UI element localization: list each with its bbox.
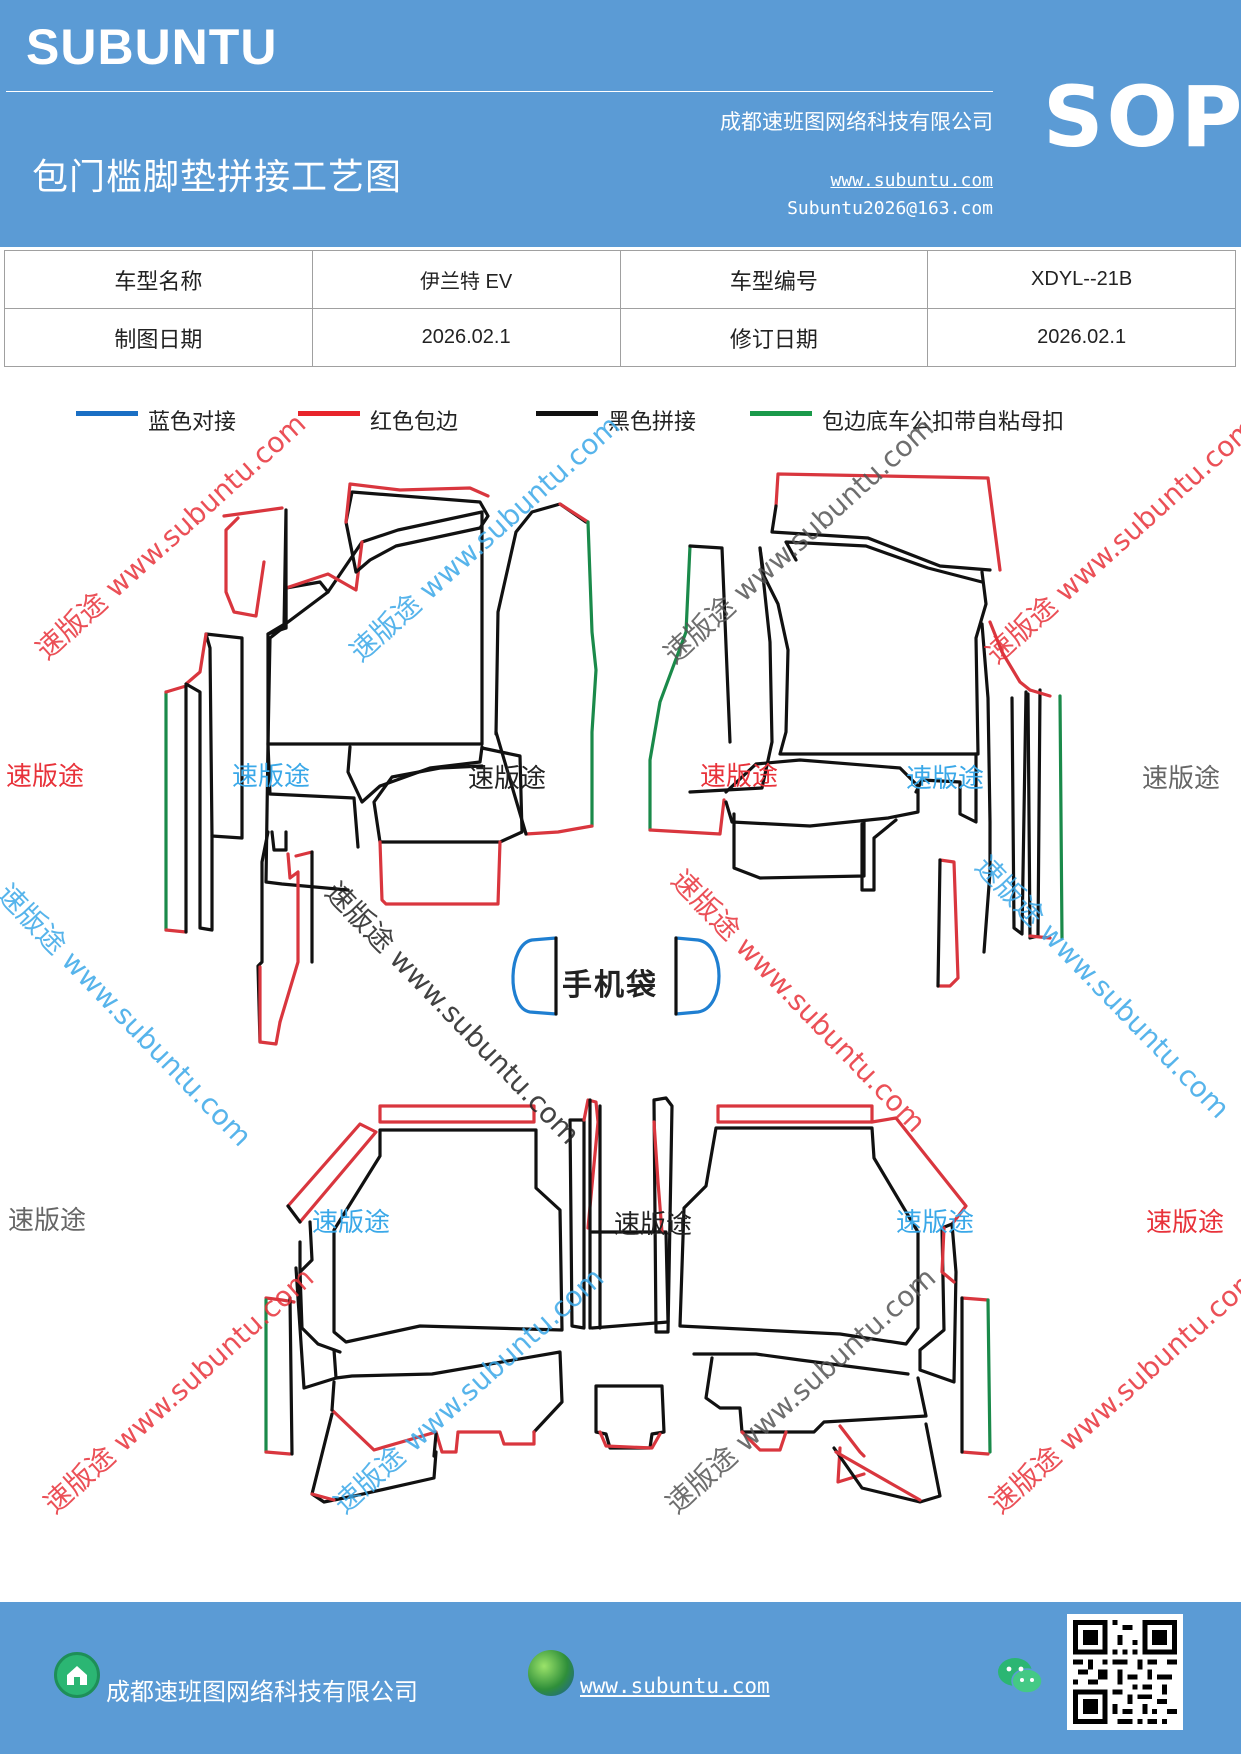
qr-code[interactable] xyxy=(1067,1614,1183,1730)
website-link[interactable]: www.subuntu.com xyxy=(830,170,993,191)
legend-swatch-blue xyxy=(76,411,138,416)
qr-code-pattern xyxy=(1073,1620,1177,1724)
phone-pocket xyxy=(511,936,721,1016)
watermark-text: 速版途 xyxy=(1146,1208,1225,1238)
sop-badge: SOP xyxy=(1043,68,1241,166)
legend-label: 红色包边 xyxy=(370,410,459,435)
rear-left-mat xyxy=(264,1104,564,1504)
table-row: 车型名称 伊兰特 EV 车型编号 XDYL--21B xyxy=(4,250,1236,309)
revise-date-label: 修订日期 xyxy=(619,308,929,367)
legend-swatch-green xyxy=(750,411,812,416)
mat-pattern-drawing xyxy=(164,472,1064,1504)
globe-icon xyxy=(528,1650,574,1696)
phone-pocket-label: 手机袋 xyxy=(562,968,658,1003)
model-code-value: XDYL--21B xyxy=(927,250,1236,309)
watermark-text: 速版途 xyxy=(700,762,779,792)
vehicle-info-table: 车型名称 伊兰特 EV 车型编号 XDYL--21B 制图日期 2026.02.… xyxy=(4,250,1236,367)
legend-swatch-red xyxy=(298,411,360,416)
revise-date-value: 2026.02.1 xyxy=(927,308,1236,367)
front-right-mat xyxy=(648,472,1064,988)
legend-swatch-black xyxy=(536,411,598,416)
line-legend: 蓝色对接 红色包边 黑色拼接 包边底车公扣带自粘母扣 xyxy=(0,398,1241,442)
footer-company-name: 成都速班图网络科技有限公司 xyxy=(106,1678,418,1706)
wechat-icon[interactable] xyxy=(996,1654,1044,1698)
watermark-text: 速版途 xyxy=(614,1210,693,1240)
watermark-text: 速版途 xyxy=(906,764,985,794)
draw-date-label: 制图日期 xyxy=(4,308,313,367)
front-left-side-panel xyxy=(494,502,598,836)
company-name: 成都速班图网络科技有限公司 xyxy=(720,110,993,134)
model-code-label: 车型编号 xyxy=(619,250,929,309)
home-icon xyxy=(54,1652,100,1698)
front-left-mat xyxy=(164,482,524,1046)
header-divider xyxy=(6,91,993,92)
legend-label: 黑色拼接 xyxy=(608,410,697,435)
watermark-text: 速版途 xyxy=(6,762,85,792)
legend-label: 蓝色对接 xyxy=(148,410,237,435)
footer-banner: 成都速班图网络科技有限公司 www.subuntu.com xyxy=(0,1602,1241,1754)
watermark-text: 速版途 xyxy=(8,1206,87,1236)
footer-website-link[interactable]: www.subuntu.com xyxy=(580,1674,770,1698)
watermark-text: 速版途 xyxy=(896,1208,975,1238)
floor-mat-diagram: 速版途 速版途 速版途 速版途 速版途 速版途 速版途 速版途 速版途 速版途 … xyxy=(0,407,1241,1592)
page-title: 包门槛脚垫拼接工艺图 xyxy=(32,157,403,198)
email-address: Subuntu2026@163.com xyxy=(787,198,993,219)
header-banner: SUBUNTU 成都速班图网络科技有限公司 包门槛脚垫拼接工艺图 www.sub… xyxy=(0,0,1241,247)
model-name-label: 车型名称 xyxy=(4,250,313,309)
rear-edge-outlines xyxy=(432,1432,438,1458)
home-icon-glyph xyxy=(67,1666,87,1685)
brand-logo-text: SUBUNTU xyxy=(26,19,278,75)
watermark-text: 速版途 xyxy=(312,1208,391,1238)
watermark-text: 速版途 xyxy=(1142,764,1221,794)
watermark-text: 速版途 xyxy=(232,762,311,792)
watermark-text: 速版途 xyxy=(468,764,547,794)
rear-right-mat xyxy=(678,1104,992,1504)
model-name-value: 伊兰特 EV xyxy=(311,250,621,309)
table-row: 制图日期 2026.02.1 修订日期 2026.02.1 xyxy=(4,308,1236,367)
draw-date-value: 2026.02.1 xyxy=(311,308,621,367)
center-tunnel-mat xyxy=(568,1096,674,1450)
legend-label: 包边底车公扣带自粘母扣 xyxy=(822,410,1065,435)
